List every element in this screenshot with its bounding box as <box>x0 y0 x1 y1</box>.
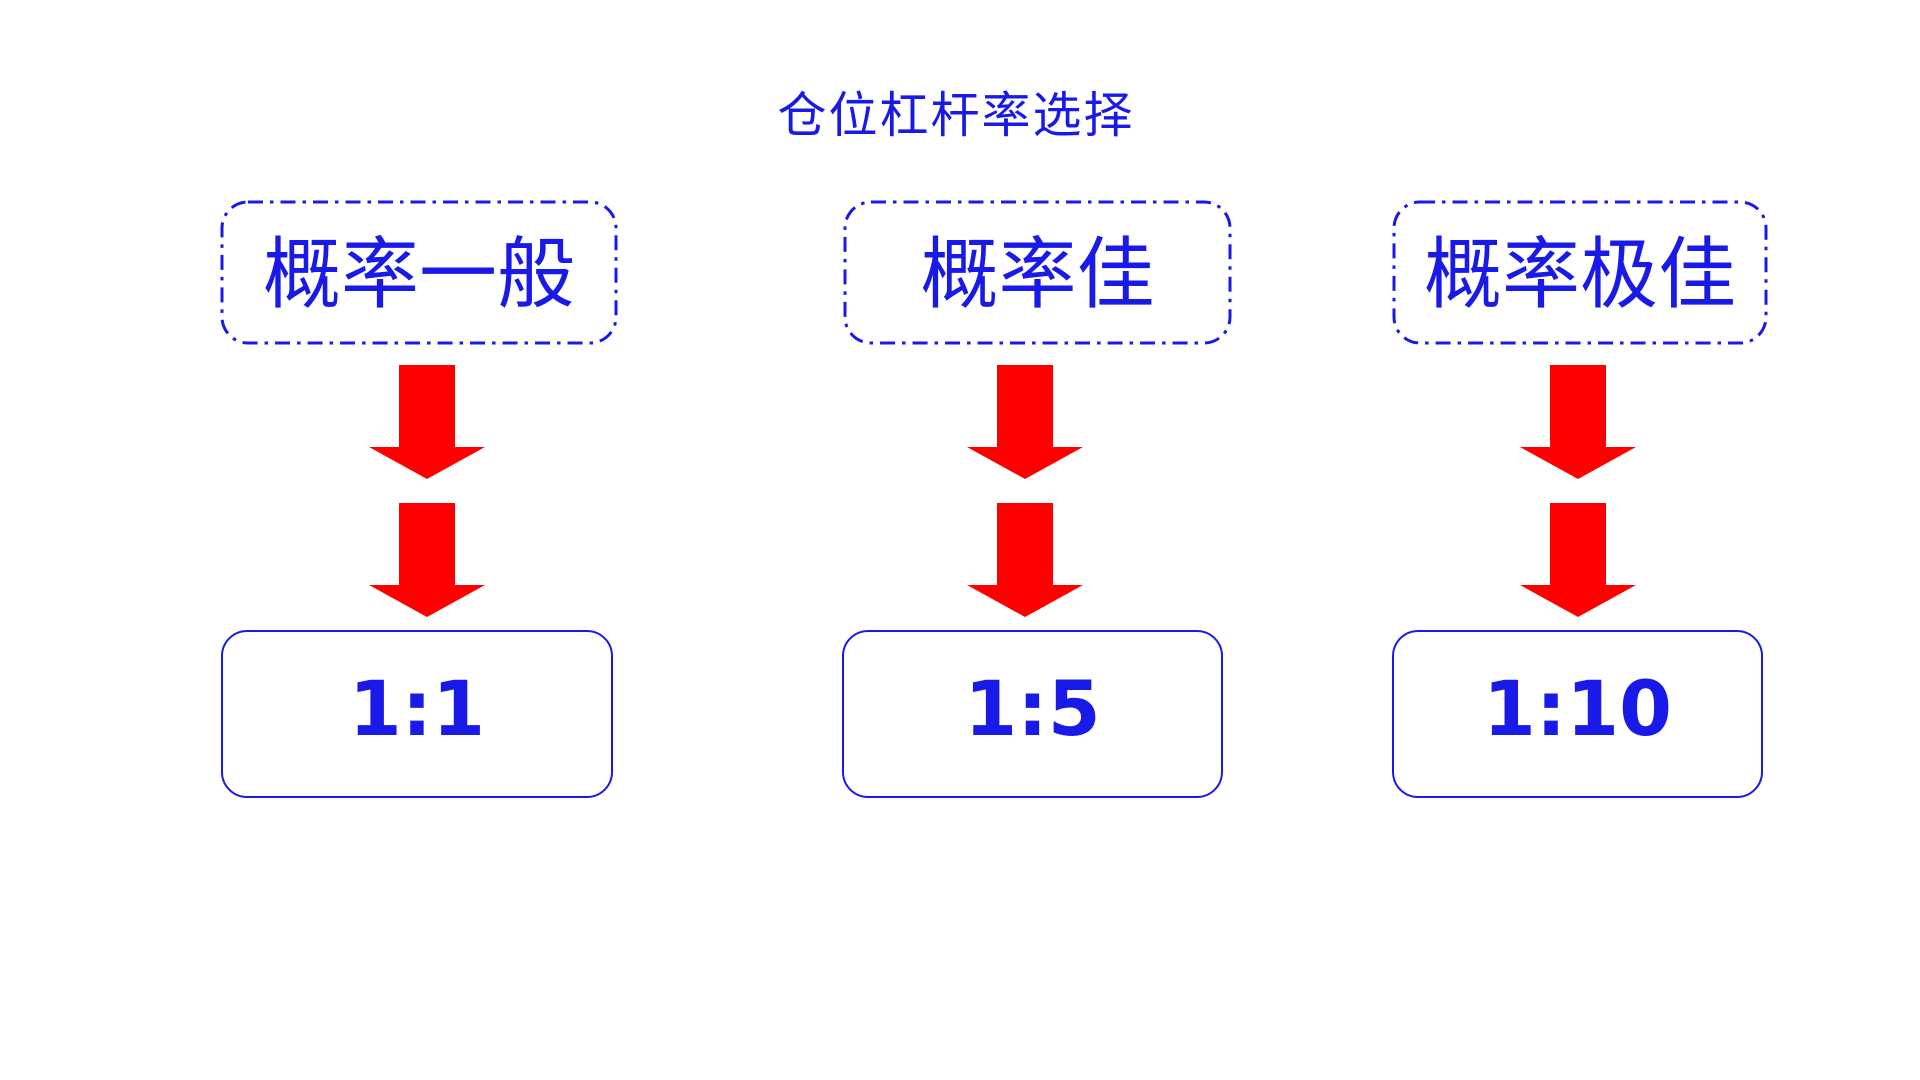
down-arrow-icon <box>967 503 1083 617</box>
leverage-box: 1:1 <box>221 630 613 798</box>
down-arrow-icon <box>1520 503 1636 617</box>
down-arrow-icon <box>967 365 1083 479</box>
dash-dot-border <box>1392 200 1768 345</box>
dash-dot-border <box>843 200 1232 345</box>
probability-box: 概率佳 <box>843 200 1232 345</box>
probability-box: 概率一般 <box>220 200 618 345</box>
down-arrow-icon <box>369 365 485 479</box>
probability-box: 概率极佳 <box>1392 200 1768 345</box>
dash-dot-border <box>220 200 618 345</box>
leverage-box: 1:10 <box>1392 630 1763 798</box>
leverage-label: 1:10 <box>1482 664 1673 753</box>
down-arrow-icon <box>369 503 485 617</box>
diagram-title: 仓位杠杆率选择 <box>777 88 1135 143</box>
leverage-box: 1:5 <box>842 630 1223 798</box>
probability-label: 概率极佳 <box>1423 230 1736 318</box>
leverage-label: 1:5 <box>964 664 1101 753</box>
probability-label: 概率一般 <box>262 230 575 318</box>
down-arrow-icon <box>1520 365 1636 479</box>
leverage-label: 1:1 <box>348 664 486 753</box>
probability-label: 概率佳 <box>920 230 1155 318</box>
